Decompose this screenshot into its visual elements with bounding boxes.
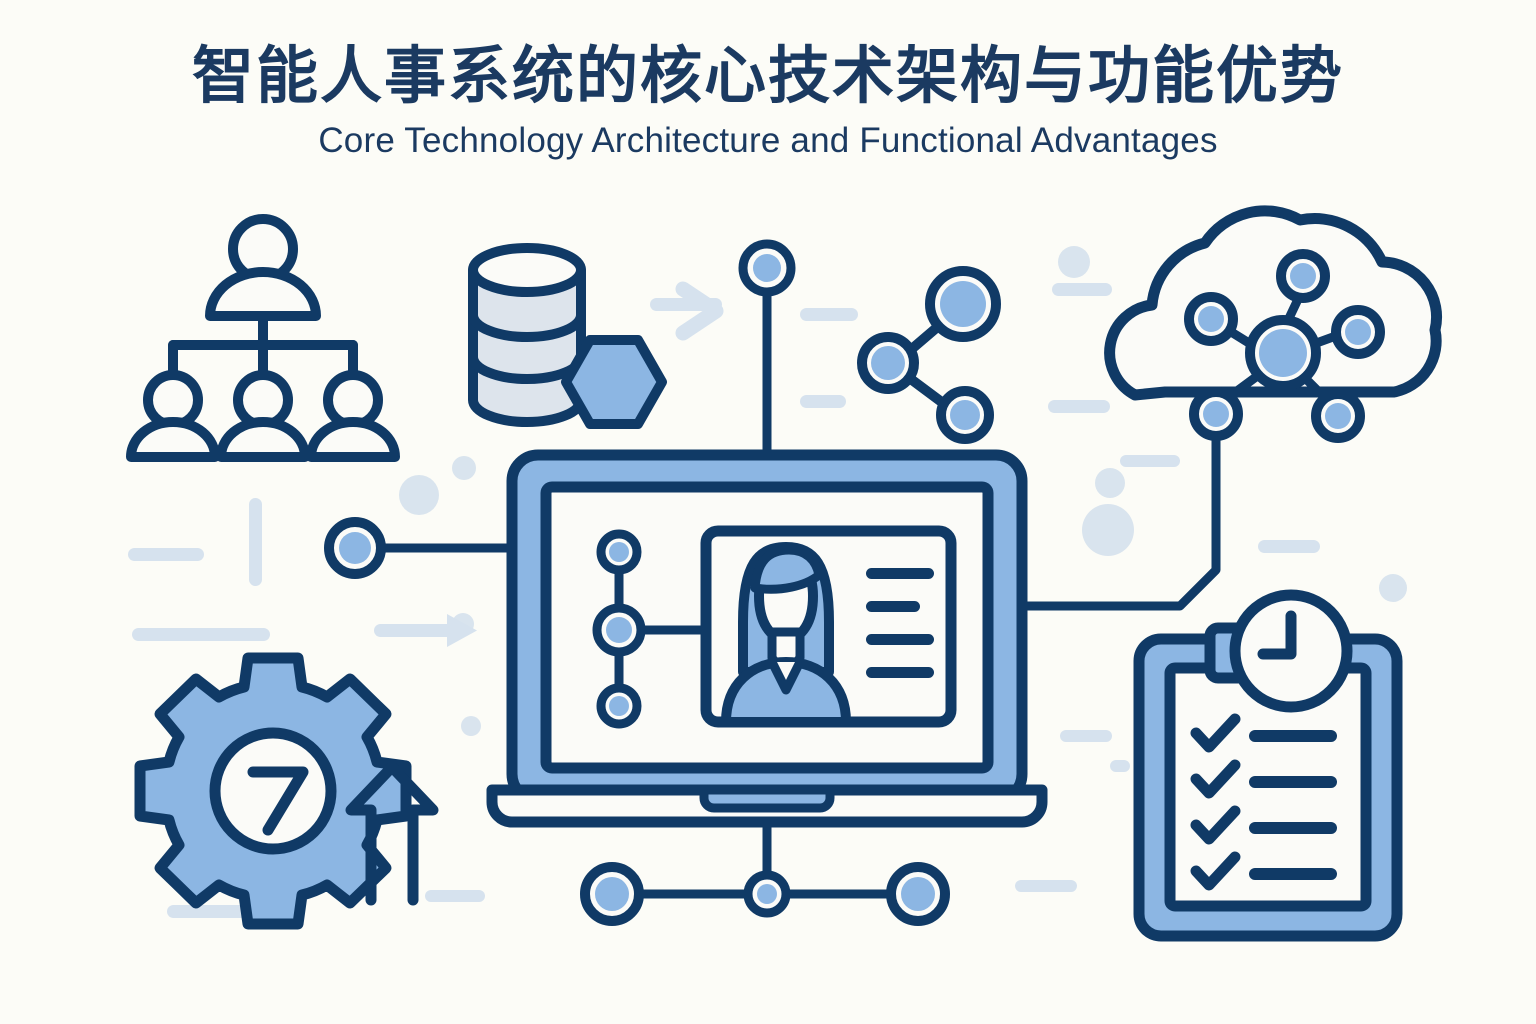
decor-dashes bbox=[128, 283, 1320, 918]
id-card-line bbox=[866, 634, 934, 645]
arrow-up-icon bbox=[345, 761, 439, 906]
check-icon bbox=[1190, 851, 1241, 891]
checklist-line bbox=[1249, 776, 1337, 788]
decor-dash bbox=[1052, 283, 1112, 296]
screen-node-top bbox=[596, 529, 642, 575]
cloud-connector-line bbox=[1017, 413, 1221, 611]
connector-nodes bbox=[324, 239, 950, 926]
screen-node-chain bbox=[592, 529, 711, 729]
database-icon bbox=[468, 243, 667, 429]
id-card-line bbox=[866, 667, 934, 678]
decor-circle bbox=[461, 716, 481, 736]
gear-inner-circle bbox=[209, 727, 337, 855]
decor-dash bbox=[167, 905, 253, 918]
decor-dash-vertical bbox=[249, 498, 262, 586]
share-network-icon bbox=[857, 266, 1001, 444]
avatar-fringe bbox=[750, 545, 824, 594]
check-icon bbox=[1190, 713, 1241, 753]
id-card-line bbox=[866, 601, 920, 612]
cloud-node-right bbox=[1331, 305, 1385, 359]
avatar bbox=[721, 542, 851, 727]
database-top-ellipse bbox=[468, 243, 586, 297]
clipboard-checklist bbox=[1190, 713, 1337, 891]
decor-dash bbox=[1258, 540, 1320, 553]
decor-arrows bbox=[374, 281, 724, 647]
decor-dash bbox=[800, 395, 846, 408]
top-connector-node bbox=[738, 239, 796, 297]
cloud-node-left bbox=[1184, 292, 1238, 346]
share-node-left bbox=[857, 332, 919, 394]
org-chart-icon bbox=[126, 214, 400, 462]
page-subtitle-en: Core Technology Architecture and Functio… bbox=[318, 121, 1218, 161]
bottom-node-center bbox=[743, 870, 791, 918]
bottom-node-left bbox=[580, 862, 644, 926]
checklist-line bbox=[1249, 730, 1337, 742]
decor-dash bbox=[1060, 730, 1112, 742]
bottom-node-right bbox=[886, 862, 950, 926]
cloud-node-bottom-left bbox=[1189, 387, 1243, 441]
decor-circle bbox=[1095, 468, 1125, 498]
employee-id-card bbox=[700, 525, 957, 728]
org-person-bottom-left bbox=[126, 370, 220, 462]
laptop-icon bbox=[486, 449, 1048, 828]
screen-node-bottom bbox=[596, 683, 642, 729]
decor-dash bbox=[132, 628, 270, 641]
laptop-trackpad bbox=[699, 785, 835, 813]
id-card-text-lines bbox=[866, 568, 934, 678]
cloud-network-icon bbox=[1104, 205, 1443, 445]
clock-icon bbox=[1229, 589, 1353, 713]
org-person-bottom-center bbox=[216, 370, 310, 462]
arrow-right-icon bbox=[374, 614, 477, 647]
clock-hands bbox=[247, 766, 309, 836]
decor-dash bbox=[1015, 880, 1077, 892]
clock-hands bbox=[1257, 610, 1297, 660]
checklist-line bbox=[1249, 868, 1337, 880]
gear-clock-icon bbox=[134, 652, 439, 930]
left-connector-node bbox=[324, 517, 386, 579]
share-node-bottom bbox=[936, 386, 994, 444]
decor-dash bbox=[128, 548, 204, 561]
avatar-collar bbox=[767, 659, 805, 695]
decor-circle bbox=[1082, 504, 1134, 556]
decor-dash bbox=[800, 308, 858, 321]
org-person-bottom-right bbox=[306, 370, 400, 462]
checklist-line bbox=[1249, 822, 1337, 834]
decor-circle bbox=[399, 475, 439, 515]
check-icon bbox=[1190, 759, 1241, 799]
cloud-node-bottom-right bbox=[1311, 389, 1365, 443]
title-block: 智能人事系统的核心技术架构与功能优势 Core Technology Archi… bbox=[0, 42, 1536, 161]
decor-dash bbox=[1048, 400, 1110, 413]
hexagon-badge-icon bbox=[561, 335, 667, 429]
decor-circle bbox=[1379, 574, 1407, 602]
id-card-line bbox=[866, 568, 934, 579]
screen-node-middle bbox=[592, 603, 646, 657]
decor-dash bbox=[1110, 760, 1130, 772]
decor-dash bbox=[425, 890, 485, 902]
decor-circle bbox=[1058, 246, 1090, 278]
page-title-cn: 智能人事系统的核心技术架构与功能优势 bbox=[191, 42, 1344, 111]
org-person-top bbox=[205, 214, 321, 321]
clipboard-clock-icon bbox=[1133, 589, 1403, 942]
chevron-right-icon bbox=[675, 281, 724, 341]
cloud-node-top bbox=[1276, 249, 1330, 303]
decor-circle bbox=[452, 456, 476, 480]
cloud-hub-node bbox=[1245, 315, 1321, 391]
share-node-main bbox=[925, 266, 1001, 342]
decor-dash bbox=[1120, 455, 1180, 467]
check-icon bbox=[1190, 805, 1241, 845]
